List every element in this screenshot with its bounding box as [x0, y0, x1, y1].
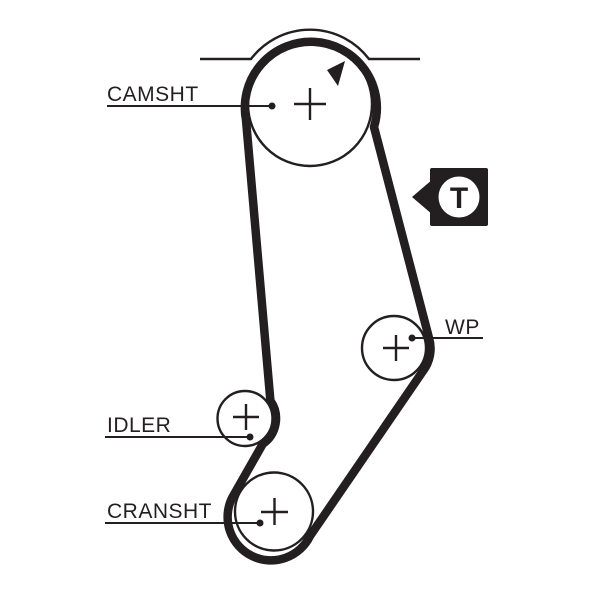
tensioner-pointer-icon	[412, 179, 433, 215]
idler-crosshair	[233, 404, 259, 430]
crankshaft-label: CRANSHT	[107, 500, 212, 523]
crankshaft-crosshair	[261, 498, 288, 525]
camshaft-crosshair	[294, 88, 326, 120]
camshaft-label: CAMSHT	[107, 83, 199, 106]
engine-cover-line	[200, 28, 420, 61]
water-pump-label: WP	[445, 316, 480, 339]
crankshaft-pulley	[233, 471, 315, 552]
idler-leader-dot	[246, 433, 254, 441]
timing-belt	[223, 37, 435, 565]
water-pump-pulley	[360, 314, 428, 382]
camshaft-leader-dot	[268, 102, 276, 110]
tensioner-marker: T	[412, 168, 488, 226]
crankshaft-leader-dot	[256, 519, 264, 527]
water-pump-leader-dot	[408, 334, 416, 342]
idler-label: IDLER	[107, 414, 171, 437]
water-pump-crosshair	[383, 335, 409, 361]
tensioner-t-icon: T	[450, 182, 468, 215]
tensioner-circle	[438, 176, 480, 218]
direction-arrow-icon	[327, 61, 345, 86]
